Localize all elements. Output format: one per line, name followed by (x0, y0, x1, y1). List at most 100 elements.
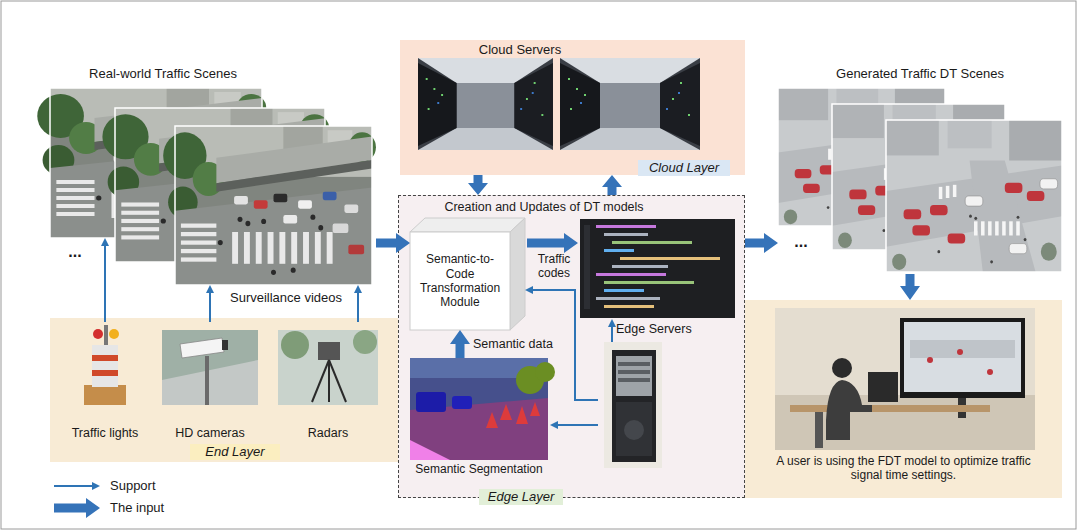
edge-label: Semantic data (470, 337, 556, 352)
code-screenshot (596, 297, 660, 300)
code-screenshot (612, 241, 692, 244)
code-screenshot (620, 257, 720, 260)
user-photo (910, 340, 1015, 358)
code-screenshot (604, 281, 694, 284)
user-photo (868, 372, 898, 402)
code-screenshot (580, 219, 735, 318)
dt-scene-render (778, 88, 1062, 272)
edge-server-photo (604, 342, 662, 468)
code-screenshot (604, 249, 634, 252)
edge-server-photo (618, 362, 650, 366)
code-screenshot (580, 219, 735, 318)
legend-thick-arrow (54, 498, 100, 518)
traffic-light-photo (93, 329, 103, 339)
support-arrow (354, 285, 362, 322)
code-screenshot (612, 265, 668, 268)
traffic-light-photo (104, 325, 108, 345)
traffic-light-photo (92, 355, 118, 361)
arrow-head (101, 238, 109, 246)
user-photo (987, 369, 993, 375)
user-photo (775, 308, 1035, 450)
code-screenshot (604, 305, 654, 308)
arrow-label: Traffic codes (528, 252, 580, 281)
segmentation-image (516, 406, 528, 424)
camera-photo (205, 356, 209, 405)
traffic-light-photo (109, 329, 119, 339)
code-screenshot (604, 233, 648, 236)
user-photo (815, 412, 823, 448)
traffic-light-photo (84, 385, 126, 405)
input-arrow (602, 175, 622, 195)
user-photo (927, 357, 933, 363)
node-title: Radars (274, 426, 382, 441)
user-photo (957, 349, 963, 355)
module-cube (510, 218, 525, 330)
dt-scene-render (886, 120, 1062, 272)
support-line (104, 245, 106, 322)
camera-photo (180, 338, 224, 358)
server-room-photo (560, 58, 700, 150)
input-arrow (900, 274, 920, 300)
user-photo (826, 380, 872, 440)
camera-photo (162, 330, 258, 405)
module-cube (410, 232, 510, 330)
node-title: Semantic Segmentation (408, 462, 550, 476)
code-screenshot (596, 225, 656, 228)
radar-photo (328, 360, 330, 402)
support-line (557, 424, 598, 426)
input-arrow-body (900, 274, 920, 300)
traffic-light-photo (92, 370, 118, 376)
arrow-head (354, 285, 362, 293)
ellipsis: ... (784, 232, 818, 251)
camera-photo (222, 340, 228, 350)
user-photo (775, 308, 1035, 450)
arrow-head (92, 482, 100, 490)
support-line (357, 292, 359, 322)
layer-label: Edge Layer (479, 489, 563, 505)
real-traffic-photo (175, 126, 372, 285)
segmentation-image (486, 412, 498, 428)
node-title: A user is using the FDT model to optimiz… (759, 454, 1048, 483)
module-cube (410, 218, 525, 330)
code-screenshot (584, 225, 590, 309)
segmentation-image (500, 404, 512, 420)
input-arrow-body (602, 175, 622, 195)
segmentation-image (452, 396, 472, 409)
edge-server-photo (618, 378, 650, 382)
legend-text: The input (110, 500, 220, 516)
module-cube (410, 218, 525, 232)
radar-photo (353, 330, 377, 354)
segmentation-image (410, 440, 450, 460)
arrow-head (206, 285, 214, 293)
input-arrow (745, 233, 778, 253)
legend-text: Support (110, 478, 220, 494)
input-arrow (468, 175, 488, 195)
radar-photo (312, 360, 329, 402)
user-photo (775, 395, 1035, 450)
edge-server-photo (604, 342, 662, 468)
node-title: Traffic lights (60, 426, 150, 441)
input-arrow-body (745, 233, 778, 253)
layer-label: Cloud Layer (638, 160, 730, 176)
dt-scene-render (886, 120, 1062, 272)
radar-photo (278, 330, 378, 405)
user-photo (900, 318, 1025, 398)
support-line (54, 485, 93, 487)
real-traffic-photo (163, 126, 376, 285)
support-arrow (101, 238, 109, 322)
code-screenshot (596, 273, 666, 276)
code-screenshot (604, 289, 644, 292)
edge-server-photo (612, 350, 656, 462)
node-title: Cloud Servers (450, 42, 590, 58)
radar-photo (281, 331, 309, 359)
segmentation-image (410, 358, 548, 460)
node-title: Semantic-to-Code Transformation Module (412, 252, 508, 310)
radar-photo (318, 342, 340, 360)
node-title: End Layer (190, 444, 280, 460)
node-title: Generated Traffic DT Scenes (788, 66, 1052, 82)
legend-sample (54, 482, 100, 490)
camera-photo (162, 360, 258, 405)
radar-photo (329, 360, 346, 402)
segmentation-image (410, 358, 555, 460)
